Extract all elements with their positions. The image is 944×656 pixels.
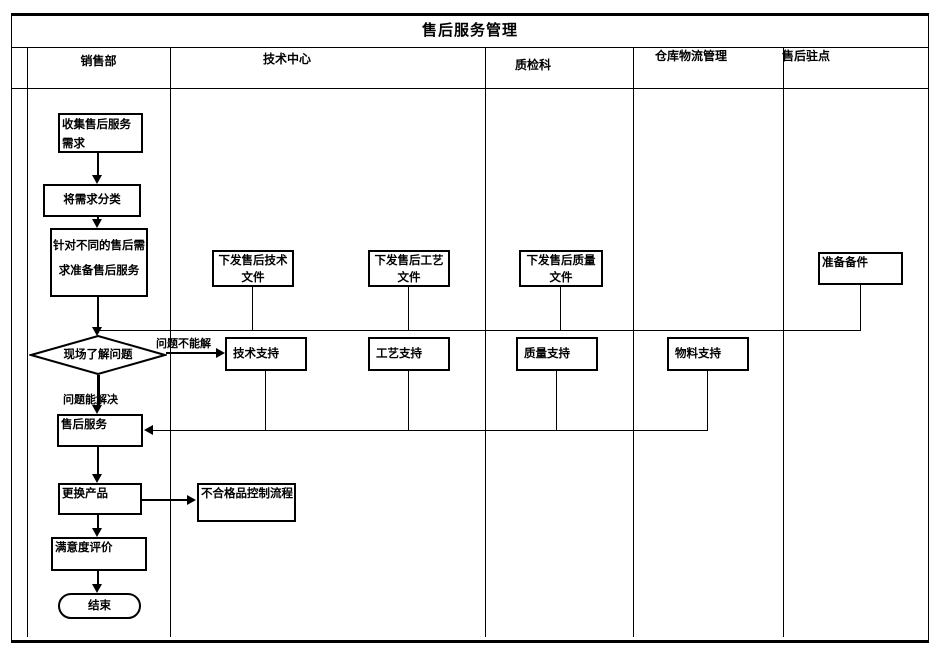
decision-label: 现场了解问题 [63,349,133,361]
connector-qualitydoc-down [560,287,561,330]
arrowhead-icon [187,495,196,505]
connector-craftsupport-down [408,371,409,430]
arrow-decision-techsupport [166,352,217,354]
node-after-sales-service[interactable]: 售后服务 [57,414,143,447]
lane-divider-2 [485,47,486,637]
arrowhead-icon [92,175,102,184]
node-prepare-spares[interactable]: 准备备件 [818,252,903,285]
arrowhead-icon [144,425,153,435]
lane-divider-3 [633,47,634,637]
connector-qualitysupport-down [556,371,557,430]
lane-divider-4 [783,47,784,637]
node-classify-demand[interactable]: 将需求分类 [43,184,141,217]
connector-techdoc-down [252,287,253,330]
connector-materialsupport-down [707,371,708,430]
node-nonconforming-process[interactable]: 不合格品控制流程 [197,483,296,522]
arrowhead-icon [92,528,102,537]
node-craft-support[interactable]: 工艺支持 [368,337,450,371]
node-issue-craft-doc[interactable]: 下发售后工艺文件 [368,250,450,287]
arrowhead-icon [92,584,102,593]
arrowhead-icon [92,405,102,414]
diamond-shape [27,334,169,376]
arrow-collect-classify [97,153,99,176]
lane-header-warehouse: 仓库物流管理 [655,49,728,63]
lane-header-station: 售后驻点 [782,49,831,63]
node-replace-product[interactable]: 更换产品 [58,483,142,515]
arrow-replace-satisfaction [97,515,99,529]
node-decision-onsite[interactable]: 现场了解问题 [27,334,169,376]
node-quality-support[interactable]: 质量支持 [516,337,598,371]
node-end[interactable]: 结束 [58,593,141,619]
arrow-satisfaction-end [97,571,99,585]
node-collect-demand[interactable]: 收集售后服务需求 [58,113,143,153]
page-title: 售后服务管理 [421,22,518,39]
node-satisfaction-eval[interactable]: 满意度评价 [51,537,147,571]
lane-header-divider [11,88,929,89]
arrowhead-icon [216,348,225,358]
connector-feed-horizontal [98,330,861,331]
node-prepare-service[interactable]: 针对不同的售后需求准备售后服务 [50,228,148,297]
arrow-prepare-decision [97,297,99,328]
edge-label-can-solve: 问题能解决 [63,394,118,406]
title-band-divider [11,47,929,48]
arrow-classify-prepare [97,217,99,220]
node-material-support[interactable]: 物料支持 [667,337,749,371]
lane-header-quality: 质检科 [514,58,551,72]
connector-collector-horizontal [153,430,708,431]
arrowhead-icon [92,327,102,336]
arrowhead-icon [92,219,102,228]
node-issue-quality-doc[interactable]: 下发售后质量文件 [519,250,603,287]
lane-header-tech-center: 技术中心 [262,52,311,66]
connector-spares-down [860,284,861,330]
arrow-decision-service [97,375,100,406]
lane-divider-1 [170,47,171,637]
lane-header-sales: 销售部 [80,54,117,68]
connector-techsupport-down [265,371,266,430]
edge-label-cannot-solve: 问题不能解 [156,338,211,350]
margin-column-divider [27,47,28,637]
node-tech-support[interactable]: 技术支持 [225,337,307,371]
diagram-frame [11,13,929,643]
arrow-replace-nonconform [142,499,188,501]
node-issue-tech-doc[interactable]: 下发售后技术文件 [212,250,294,287]
arrowhead-icon [92,474,102,483]
connector-craftdoc-down [408,287,409,330]
arrow-service-replace [97,447,99,475]
